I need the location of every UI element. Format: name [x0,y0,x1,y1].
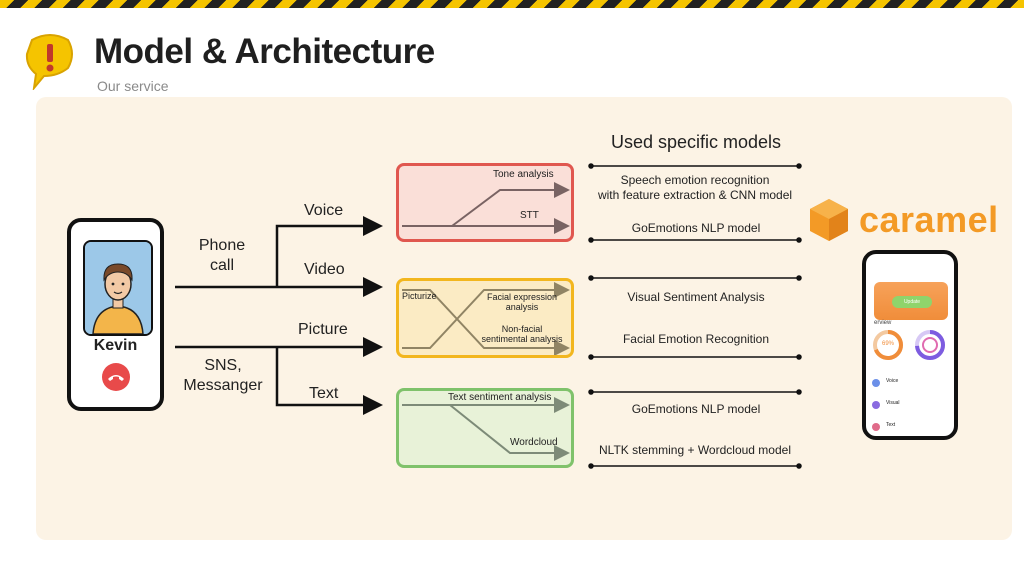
model-item: Visual Sentiment Analysis [627,290,765,304]
brand-name: caramel [859,199,999,240]
video-label: Video [304,261,345,278]
page-subtitle: Our service [97,78,169,94]
avatar-icon [85,242,151,334]
progress-ring-icon [873,330,945,360]
stt-label: STT [520,210,539,221]
text-dot-icon [872,423,880,431]
model-item: NLTK stemming + Wordcloud model [599,443,791,457]
app-phone: Update erview 69% Voice Visual Text [862,250,958,440]
picture-label: Picture [298,321,348,338]
model-item: Facial Emotion Recognition [622,332,770,346]
app-list: Voice Visual Text [872,374,948,440]
model-item: GoEmotions NLP model [631,221,761,235]
non-facial-label: Non-facial sentimental analysis [481,324,563,344]
app-section-label: erview [874,320,892,326]
exclamation-speech-icon [25,34,73,90]
models-heading: Used specific models [610,132,782,152]
tone-analysis-label: Tone analysis [493,169,554,180]
app-percent: 69% [882,341,895,347]
text-process-box [396,388,574,468]
text-sentiment-label: Text sentiment analysis [448,392,552,403]
voice-line [275,216,383,287]
caller-phone: Kevin [67,218,164,411]
model-item: Speech emotion recognition with feature … [597,173,793,202]
page-title: Model & Architecture [94,32,435,71]
text-line [275,347,383,415]
caramel-logo-icon [810,199,848,241]
text-label: Text [309,385,339,402]
caution-tape [0,0,1024,8]
voice-dot-icon [872,379,880,387]
app-header: Update [874,282,948,320]
voice-label: Voice [304,202,344,219]
sns-label: SNS, Messanger [183,357,263,394]
list-item-label: Visual [886,400,900,406]
list-item[interactable]: Voice [872,374,948,396]
list-item[interactable]: Text [872,418,948,440]
wordcloud-label: Wordcloud [510,437,558,448]
end-call-icon[interactable] [101,362,131,392]
update-button[interactable]: Update [892,296,932,308]
caller-photo-frame [83,240,153,336]
visual-dot-icon [872,401,880,409]
facial-expression-label: Facial expression analysis [486,292,558,312]
list-item[interactable]: Visual [872,396,948,418]
caller-name: Kevin [93,337,138,354]
picturize-label: Picturize [402,291,437,301]
list-item-label: Voice [886,378,899,384]
model-item: GoEmotions NLP model [631,402,761,416]
list-item-label: Text [886,422,896,428]
image-process-box [396,278,574,358]
phone-call-label: Phone call [198,237,246,274]
voice-process-box [396,163,574,242]
